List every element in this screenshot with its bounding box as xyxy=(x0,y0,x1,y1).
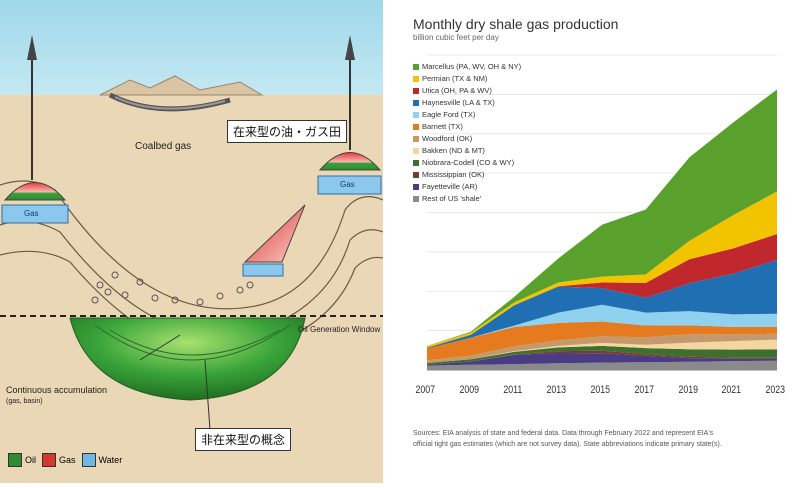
legend-label: Niobrara-Codell (CO & WY) xyxy=(422,158,515,167)
x-tick-label: 2015 xyxy=(590,384,611,396)
legend-item: Barnett (TX) xyxy=(413,122,463,131)
coalbed-gas-label: Coalbed gas xyxy=(135,141,192,152)
legend-swatch xyxy=(413,123,419,130)
conventional-field-callout: 在来型の油・ガス田 xyxy=(227,120,348,143)
chart-title: Monthly dry shale gas production xyxy=(413,16,619,32)
series-area xyxy=(427,353,777,366)
gas-swatch xyxy=(42,453,56,467)
legend-label: Mississippian (OK) xyxy=(422,170,485,179)
water-key-label: Water xyxy=(98,455,123,465)
legend-label: Barnett (TX) xyxy=(422,122,463,131)
series-area xyxy=(427,304,777,349)
x-tick-label: 2023 xyxy=(765,384,786,396)
legend-label: Haynesville (LA & TX) xyxy=(422,98,495,107)
x-tick-label: 2007 xyxy=(415,384,436,396)
legend-item: Fayetteville (AR) xyxy=(413,182,477,191)
legend-item: Woodford (OK) xyxy=(413,134,472,143)
legend-swatch xyxy=(413,87,419,94)
series-area xyxy=(427,360,777,370)
legend-label: Permian (TX & NM) xyxy=(422,74,488,83)
legend-swatch xyxy=(413,75,419,82)
series-area xyxy=(427,345,777,365)
legend-swatch xyxy=(413,111,419,118)
chart-subtitle: billion cubic feet per day xyxy=(413,33,499,42)
gas-label-left: Gas xyxy=(24,209,39,218)
oil-key-label: Oil xyxy=(25,455,36,465)
series-area xyxy=(427,333,777,363)
legend-item: Marcellus (PA, WV, OH & NY) xyxy=(413,62,521,71)
legend-swatch xyxy=(413,195,419,202)
legend-item: Eagle Ford (TX) xyxy=(413,110,475,119)
legend-item: Niobrara-Codell (CO & WY) xyxy=(413,158,514,167)
series-area xyxy=(427,259,777,349)
x-tick-label: 2017 xyxy=(634,384,654,396)
fluid-key: Oil Gas Water xyxy=(8,447,122,473)
legend-label: Bakken (ND & MT) xyxy=(422,146,485,155)
geology-diagram xyxy=(0,0,384,483)
legend-label: Utica (OH, PA & WV) xyxy=(422,86,492,95)
chart-legend: Marcellus (PA, WV, OH & NY) Permian (TX &… xyxy=(413,62,563,262)
legend-swatch xyxy=(413,63,419,70)
series-area xyxy=(427,350,777,365)
x-tick-label: 2021 xyxy=(721,384,742,396)
series-area xyxy=(427,339,777,363)
oil-generation-window-label: Oil Generation Window xyxy=(298,325,381,334)
x-tick-label: 2013 xyxy=(546,384,567,396)
source-line-1: Sources: EIA analysis of state and feder… xyxy=(413,430,714,437)
continuous-accumulation-sub: (gas, basin) xyxy=(6,398,43,405)
shale-gas-chart-panel: Monthly dry shale gas production billion… xyxy=(405,0,794,483)
series-area xyxy=(427,89,777,346)
legend-swatch xyxy=(413,183,419,190)
legend-label: Marcellus (PA, WV, OH & NY) xyxy=(422,62,522,71)
x-tick-label: 2019 xyxy=(677,384,698,396)
legend-swatch xyxy=(413,99,419,106)
water-swatch xyxy=(81,453,96,467)
legend-item: Permian (TX & NM) xyxy=(413,74,487,83)
legend-item: Rest of US 'shale' xyxy=(413,194,481,203)
continuous-accumulation-label: Continuous accumulation xyxy=(6,385,108,395)
legend-label: Eagle Ford (TX) xyxy=(422,110,476,119)
legend-item: Haynesville (LA & TX) xyxy=(413,98,495,107)
geology-diagram-panel: Coalbed gas 在来型の油・ガス田 Gas Gas Oil Genera… xyxy=(0,0,384,483)
stacked-area-chart xyxy=(427,54,777,371)
legend-label: Rest of US 'shale' xyxy=(422,194,482,203)
legend-item: Utica (OH, PA & WV) xyxy=(413,86,492,95)
oil-swatch xyxy=(8,453,22,467)
legend-swatch xyxy=(413,147,419,154)
series-area xyxy=(427,234,777,348)
x-tick-label: 2011 xyxy=(502,384,522,396)
legend-label: Fayetteville (AR) xyxy=(422,182,478,191)
gas-label-right: Gas xyxy=(340,180,355,189)
legend-item: Bakken (ND & MT) xyxy=(413,146,485,155)
legend-swatch xyxy=(413,135,419,142)
x-tick-label: 2009 xyxy=(459,384,479,396)
unconventional-concept-callout: 非在来型の概念 xyxy=(195,428,292,451)
legend-label: Woodford (OK) xyxy=(422,134,473,143)
legend-item: Mississippian (OK) xyxy=(413,170,485,179)
source-line-2: official tight gas estimates (which are … xyxy=(413,441,722,448)
legend-swatch xyxy=(413,171,419,178)
legend-swatch xyxy=(413,159,419,166)
series-area xyxy=(427,321,777,361)
gas-key-label: Gas xyxy=(59,455,76,465)
